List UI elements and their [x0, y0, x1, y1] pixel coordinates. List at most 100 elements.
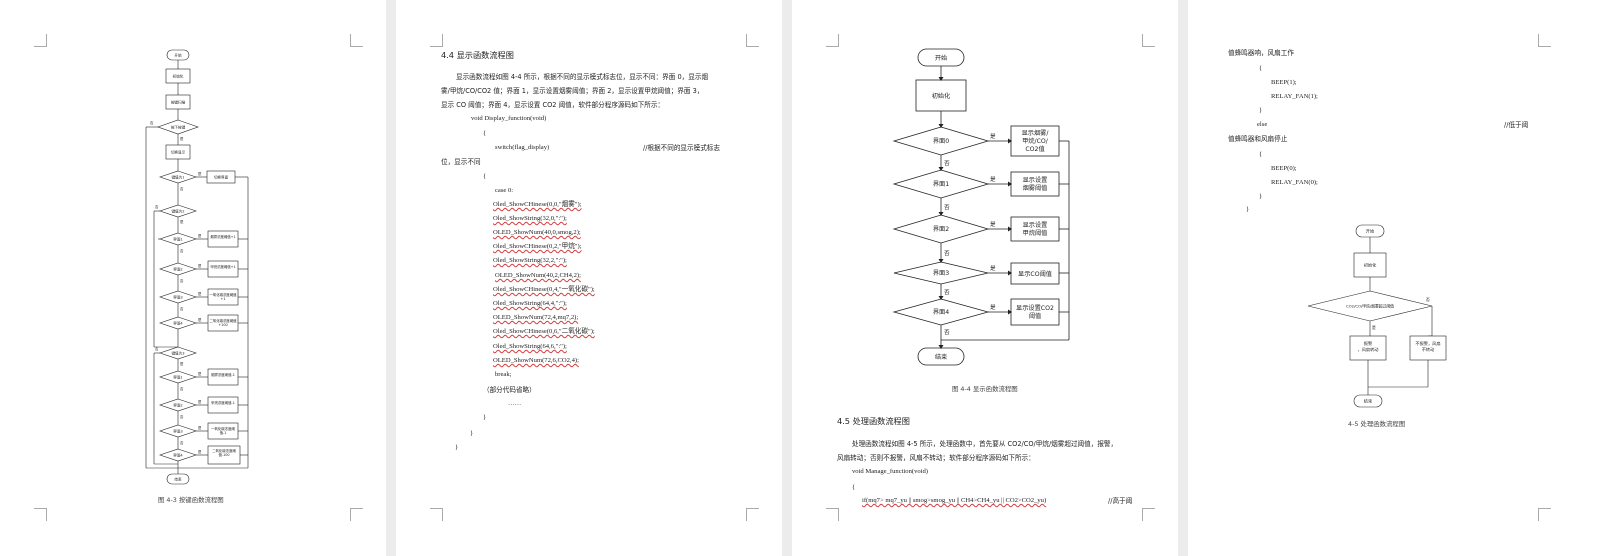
flow-yes: 是: [198, 425, 202, 430]
code-line: {: [483, 173, 487, 180]
flow-sub-ch4: 甲烷浓度阈值-1: [211, 401, 235, 405]
flow-no: 否: [180, 441, 184, 445]
code-line: }: [1246, 206, 1250, 213]
flow-add-co: 一氧化碳浓度阈值+1: [209, 293, 237, 301]
code-line: }: [1259, 193, 1263, 200]
flow-alarm: ，风扇转动: [1358, 346, 1379, 353]
body-text: 值蜂鸣器和风扇停止: [1228, 135, 1288, 143]
code-line: }: [1259, 107, 1263, 114]
code-line: {: [483, 130, 487, 137]
code-line: break;: [495, 371, 512, 378]
flow-init: 初始化: [1364, 262, 1377, 269]
code-line: else: [1257, 121, 1268, 128]
code-comment: 位，显示不同: [441, 158, 481, 166]
code-line: Oled_ShowCHinese(0,0,"烟雾");: [493, 201, 582, 208]
crop-mark: [430, 508, 443, 521]
flow-sub-co2: 二氧化碳浓度阈值-100: [212, 449, 236, 457]
code-line: if(mq7> mq7_yu || smog>smog_yu || CH4>CH…: [862, 497, 1047, 504]
code-line: Oled_ShowString(32,2,":");: [493, 257, 567, 264]
flow-yes: 是: [198, 233, 202, 238]
flow-ui2: 界面2: [173, 267, 182, 272]
code-line: Oled_ShowCHinese(0,2,"甲烷");: [493, 243, 582, 250]
flow-start: 开始: [174, 53, 182, 58]
flow-ui0: 界面0: [933, 138, 949, 145]
flow-show-smog-threshold: 烟雾阈值: [1023, 184, 1048, 192]
flow-show-ch4-threshold: 甲烷阈值: [1023, 229, 1048, 237]
body-text: 处理函数流程如图 4-5 所示，处理函数中，首先要从 CO2/CO/甲烷/烟雾超…: [852, 440, 1118, 448]
flow-key3: 键值为3: [171, 351, 184, 356]
flow-show-smog-threshold: 显示设置: [1023, 176, 1048, 184]
flow-end: 结束: [935, 353, 947, 361]
flow-yes: 是: [180, 361, 184, 366]
code-line: RELAY_FAN(1);: [1271, 93, 1318, 100]
crop-mark: [430, 34, 443, 47]
code-line: case 0:: [495, 187, 514, 194]
flow-ui3: 界面3: [173, 295, 182, 300]
body-text: 风扇转动；否则不报警，风扇不转动；软件部分程序源码如下所示：: [837, 454, 1035, 462]
crop-mark: [746, 508, 759, 521]
code-line: Oled_ShowString(32,0,":");: [493, 215, 567, 222]
flow-no: 否: [180, 307, 184, 311]
flow-yes: 是: [198, 371, 202, 376]
flow-no: 否: [180, 187, 184, 191]
code-line: switch(flag_display): [495, 144, 550, 151]
flow-no: 否: [1426, 297, 1430, 302]
flow-yes: 是: [198, 263, 202, 268]
flow-no: 否: [180, 279, 184, 283]
flow-key1: 键值为1: [171, 175, 184, 180]
code-comment: //高于阈: [1108, 497, 1133, 505]
flow-ui1: 界面1: [173, 237, 182, 242]
flow-no: 否: [944, 250, 950, 257]
document-page-4: 值蜂鸣器响，风扇工作 { BEEP(1); RELAY_FAN(1); } el…: [1188, 0, 1612, 556]
flow-show-values: 甲烷/CO/: [1022, 137, 1049, 145]
code-line: Oled_ShowCHinese(0,4,"一氧化碳");: [493, 286, 595, 293]
flow-ui2: 界面2: [933, 226, 949, 233]
flow-sub-co: 一氧化碳浓度阈值-1: [211, 427, 235, 435]
figure-caption: 图 4-4 显示函数流程图: [952, 385, 1018, 393]
crop-mark: [1538, 508, 1551, 521]
flow-yes: 是: [180, 136, 184, 141]
crop-mark: [826, 34, 839, 47]
flow-yes: 是: [198, 449, 202, 454]
document-page-2: 4.4 显示函数流程图 显示函数流程如图 4-4 所示，根据不同的显示模式标志位…: [396, 0, 782, 556]
flow-add-co2: 二氧化碳浓度阈值+100: [209, 319, 237, 327]
flow-yes: 是: [990, 304, 996, 311]
flow-alarm: 报警: [1364, 340, 1373, 347]
crop-mark: [746, 34, 759, 47]
flow-show-values: 显示烟雾/: [1022, 129, 1050, 137]
flow-yes: 是: [1372, 325, 1376, 330]
flow-switch-ui: 切换界面: [214, 175, 229, 180]
flow-threshold-check: CO2/CO/甲烷/烟雾超过阈值: [1346, 304, 1394, 309]
flow-ui1: 界面1: [933, 181, 949, 188]
document-page-1: 开始 初始化 按键扫描 按下按键 切换显示 键值为1 切换界面 键值为2 界面1…: [0, 0, 386, 556]
crop-mark: [1142, 508, 1155, 521]
flow-show-co2-threshold: 阈值: [1029, 312, 1041, 320]
code-line: RELAY_FAN(0);: [1271, 179, 1318, 186]
body-text: 值蜂鸣器响，风扇工作: [1228, 49, 1294, 57]
crop-mark: [350, 34, 363, 47]
flow-start: 开始: [1366, 228, 1375, 235]
flow-no: 否: [150, 121, 154, 125]
flow-yes: 是: [180, 219, 184, 224]
code-line: Oled_ShowString(64,4,":");: [493, 300, 567, 307]
crop-mark: [1142, 34, 1155, 47]
flow-ui4: 界面4: [933, 309, 949, 316]
flow-start: 开始: [935, 54, 947, 62]
flow-no: 否: [944, 204, 950, 211]
flow-ui3: 界面3: [933, 270, 949, 277]
flow-show-ch4-threshold: 显示设置: [1023, 221, 1048, 229]
code-line: OLED_ShowNum(40,2,CH4,2);: [495, 272, 581, 279]
flow-no-alarm: 不报警，风扇: [1415, 340, 1440, 347]
flow-end: 结束: [1364, 398, 1373, 405]
code-line: Oled_ShowCHinese(0,6,"二氧化碳");: [493, 328, 595, 335]
display-function-flowchart: 开始 初始化 界面0 界面1 界面2 界面3 界面4 显示烟雾/ 甲烷/CO/ …: [892, 48, 1070, 366]
flow-yes: 是: [198, 399, 202, 404]
crop-mark: [350, 508, 363, 521]
flow-ui4: 界面4: [173, 453, 183, 458]
code-line: {: [1259, 151, 1263, 158]
flow-no: 否: [944, 329, 950, 336]
crop-mark: [34, 508, 47, 521]
flow-yes: 是: [990, 265, 996, 272]
body-text: 显示 CO 阈值；界面 4，显示设置 CO2 阈值，软件部分程序源码如下所示：: [441, 101, 665, 109]
flow-show-co-threshold: 显示CO阈值: [1018, 270, 1052, 278]
